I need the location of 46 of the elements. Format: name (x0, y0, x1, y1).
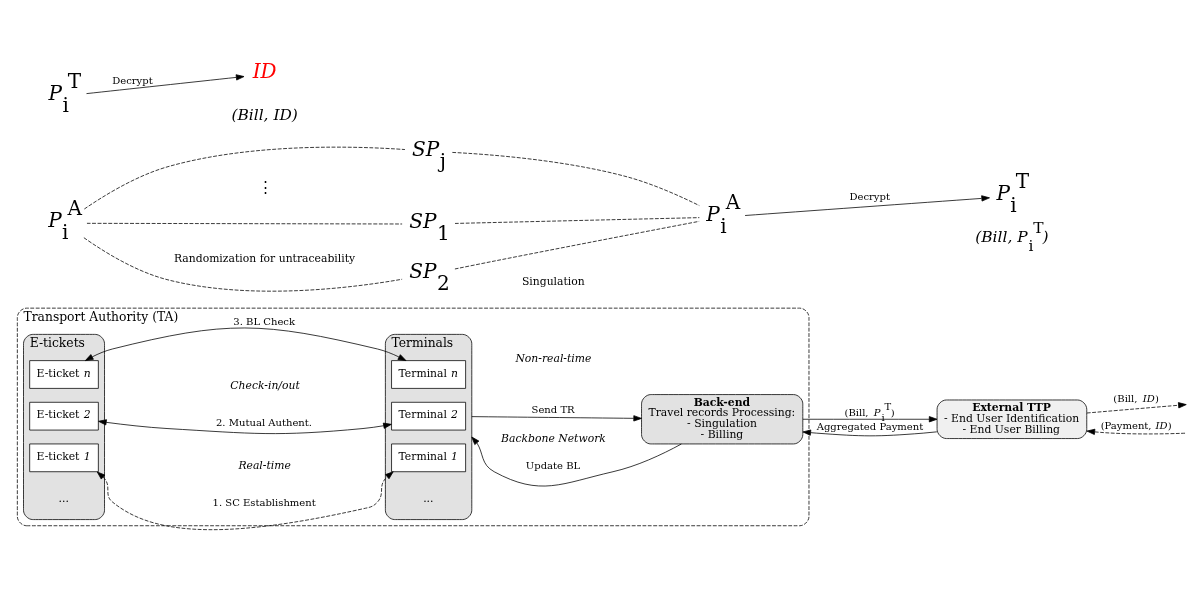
connector (86, 222, 403, 225)
connector (454, 220, 700, 270)
label: Singulation (521, 274, 585, 288)
node-text: ID (252, 59, 277, 84)
node-box: E-ticket 1 (29, 443, 99, 473)
arrow (802, 429, 938, 437)
edge-label: Update BL (525, 459, 581, 471)
node-box: E-ticket n (29, 360, 99, 389)
edge-label: (Bill, ID) (1113, 392, 1159, 404)
edge-label: 1. SC Establishment (212, 496, 316, 508)
connector (83, 146, 406, 210)
edge-label: Send TR (531, 404, 575, 416)
label: Randomization for untraceability (173, 251, 356, 265)
arrow (471, 436, 682, 487)
node-box: Terminal 2 (391, 401, 466, 431)
arrow (1086, 402, 1187, 414)
edge-label: (Payment, ID) (1100, 419, 1172, 431)
edge-label: Aggregated Payment (816, 421, 924, 433)
node-box: External TTP - End User Identification - End User Billing (936, 399, 1088, 439)
node-box: Back-end Travel records Processing: - Singulation - Billing (641, 394, 804, 445)
connector (454, 217, 700, 224)
arrow (96, 471, 394, 531)
arrow (98, 419, 392, 434)
label: Check-in/out (230, 378, 300, 392)
label: Non-real-time (515, 351, 592, 365)
label: (Bill, ID) (231, 105, 298, 124)
arrow (471, 415, 642, 422)
arrow (84, 327, 407, 361)
label: Real-time (238, 459, 291, 473)
node-box: Terminal 1 (391, 443, 466, 473)
label: ⋮ (257, 177, 273, 196)
edge-label: 3. BL Check (233, 315, 296, 327)
edge-label: Decrypt (849, 190, 890, 202)
edge-label: Decrypt (112, 74, 153, 86)
node-box: E-ticket 2 (29, 401, 99, 431)
arrow (744, 195, 990, 216)
connector (451, 152, 700, 206)
connector (83, 237, 403, 292)
label: ... (58, 492, 69, 506)
arrow (802, 416, 938, 423)
arrow (86, 74, 245, 94)
arrow (1086, 428, 1187, 435)
edge-label: 2. Mutual Authent. (216, 416, 313, 428)
label: ... (423, 492, 434, 506)
label: Backbone Network (501, 432, 606, 446)
node-box: Terminal n (391, 360, 466, 389)
